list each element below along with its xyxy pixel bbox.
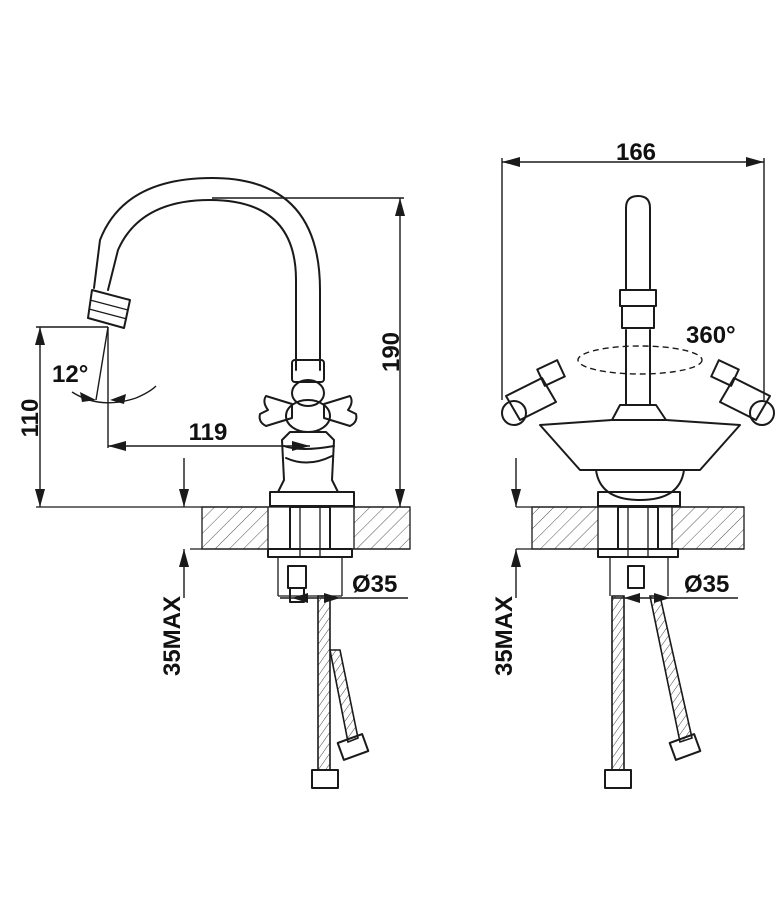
mounting-side <box>267 506 353 603</box>
label-angle-12: 12° <box>52 361 88 388</box>
spout-side <box>87 177 321 371</box>
faucet-body-front <box>501 359 775 507</box>
label-190: 190 <box>378 332 405 372</box>
label-35max-side: 35MAX <box>159 596 186 676</box>
mounting-front <box>597 506 679 596</box>
hoses-front <box>604 595 702 789</box>
dimension-angle-12: 12° <box>52 326 157 404</box>
faucet-body-side <box>258 359 358 507</box>
label-diameter-35-front: Ø35 <box>684 571 729 598</box>
hoses-side <box>311 595 370 789</box>
dimension-diameter-35-side: Ø35 <box>280 571 408 603</box>
dimension-diameter-35-front: Ø35 <box>612 571 738 603</box>
dimension-height-190: 190 <box>212 197 405 507</box>
dimension-width-166: 166 <box>501 139 765 400</box>
dimension-35max-front: 35MAX <box>491 458 521 676</box>
side-view: 190 110 119 12° <box>17 177 411 789</box>
dimension-height-110: 110 <box>17 326 108 507</box>
rotation-indicator: 360° <box>577 322 736 375</box>
label-166: 166 <box>616 139 656 166</box>
spout-front <box>619 195 657 406</box>
dimension-35max-side: 35MAX <box>159 458 189 676</box>
dimension-reach-119: 119 <box>107 327 310 451</box>
label-35max-front: 35MAX <box>491 596 518 676</box>
countertop-side <box>36 506 411 550</box>
label-diameter-35-side: Ø35 <box>352 571 397 598</box>
label-110: 110 <box>17 399 44 438</box>
label-119: 119 <box>189 419 228 446</box>
front-view: 360° <box>491 139 775 789</box>
label-rotation-360: 360° <box>686 322 736 349</box>
countertop-front <box>516 506 745 550</box>
